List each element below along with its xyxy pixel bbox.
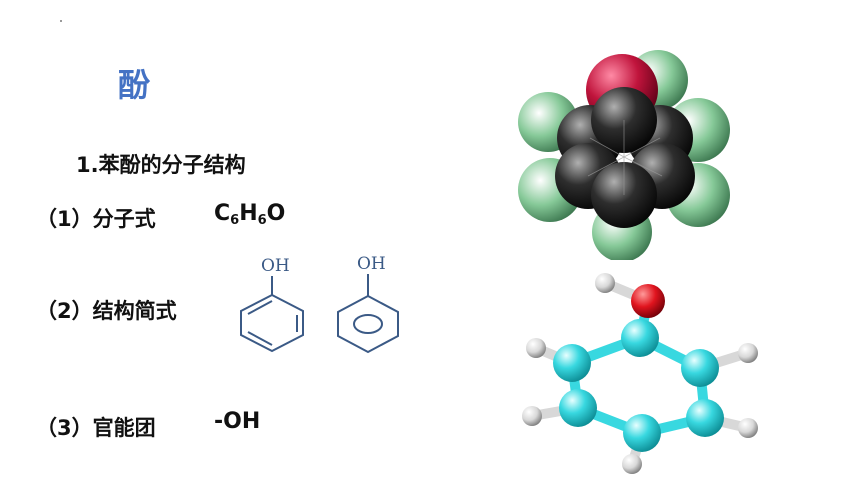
phenol-kekule-structure: OH — [240, 256, 304, 353]
hydrogen-atom — [738, 343, 758, 363]
space-filling-model — [518, 50, 730, 260]
section-heading: 1.苯酚的分子结构 — [76, 153, 246, 177]
carbon-atom — [681, 349, 719, 387]
benzene-ring-outline — [240, 293, 304, 353]
ring-double-bond — [247, 300, 273, 315]
formula-carbon-symbol: C — [214, 201, 231, 226]
carbon-atom — [559, 389, 597, 427]
functional-group-value: -OH — [214, 409, 261, 434]
hydrogen-atom — [622, 454, 642, 474]
hydroxyl-hydrogen-atom — [595, 273, 615, 293]
hydrogen-atom — [738, 418, 758, 438]
item-structural-formula-label: （2）结构简式 — [36, 299, 177, 323]
slide-title: 酚 — [118, 66, 152, 104]
structure-oh-label: OH — [357, 254, 386, 274]
hydrogen-atom — [522, 406, 542, 426]
ring-double-bond — [247, 331, 273, 346]
structure-oh-label: OH — [261, 256, 290, 276]
ball-and-stick-model — [522, 273, 758, 474]
formula-hydrogen-count: 6 — [257, 213, 267, 228]
aromatic-circle — [353, 314, 383, 334]
phenol-aromatic-structure: OH — [337, 254, 399, 354]
formula-hydrogen-symbol: H — [239, 201, 258, 226]
carbon-atom — [623, 414, 661, 452]
item-functional-group-label: （3）官能团 — [36, 416, 156, 440]
benzene-ring-outline — [337, 294, 399, 354]
oxygen-atom — [631, 284, 665, 318]
carbon-atom — [621, 319, 659, 357]
carbon-atom — [553, 344, 591, 382]
formula-carbon-count: 6 — [230, 213, 240, 228]
formula-oxygen-symbol: O — [266, 201, 286, 226]
carbon-atom — [686, 399, 724, 437]
molecular-formula: C6H6O — [214, 201, 285, 228]
hydrogen-atom — [526, 338, 546, 358]
corner-mark — [60, 20, 62, 22]
item-molecular-formula-label: （1）分子式 — [36, 207, 156, 231]
